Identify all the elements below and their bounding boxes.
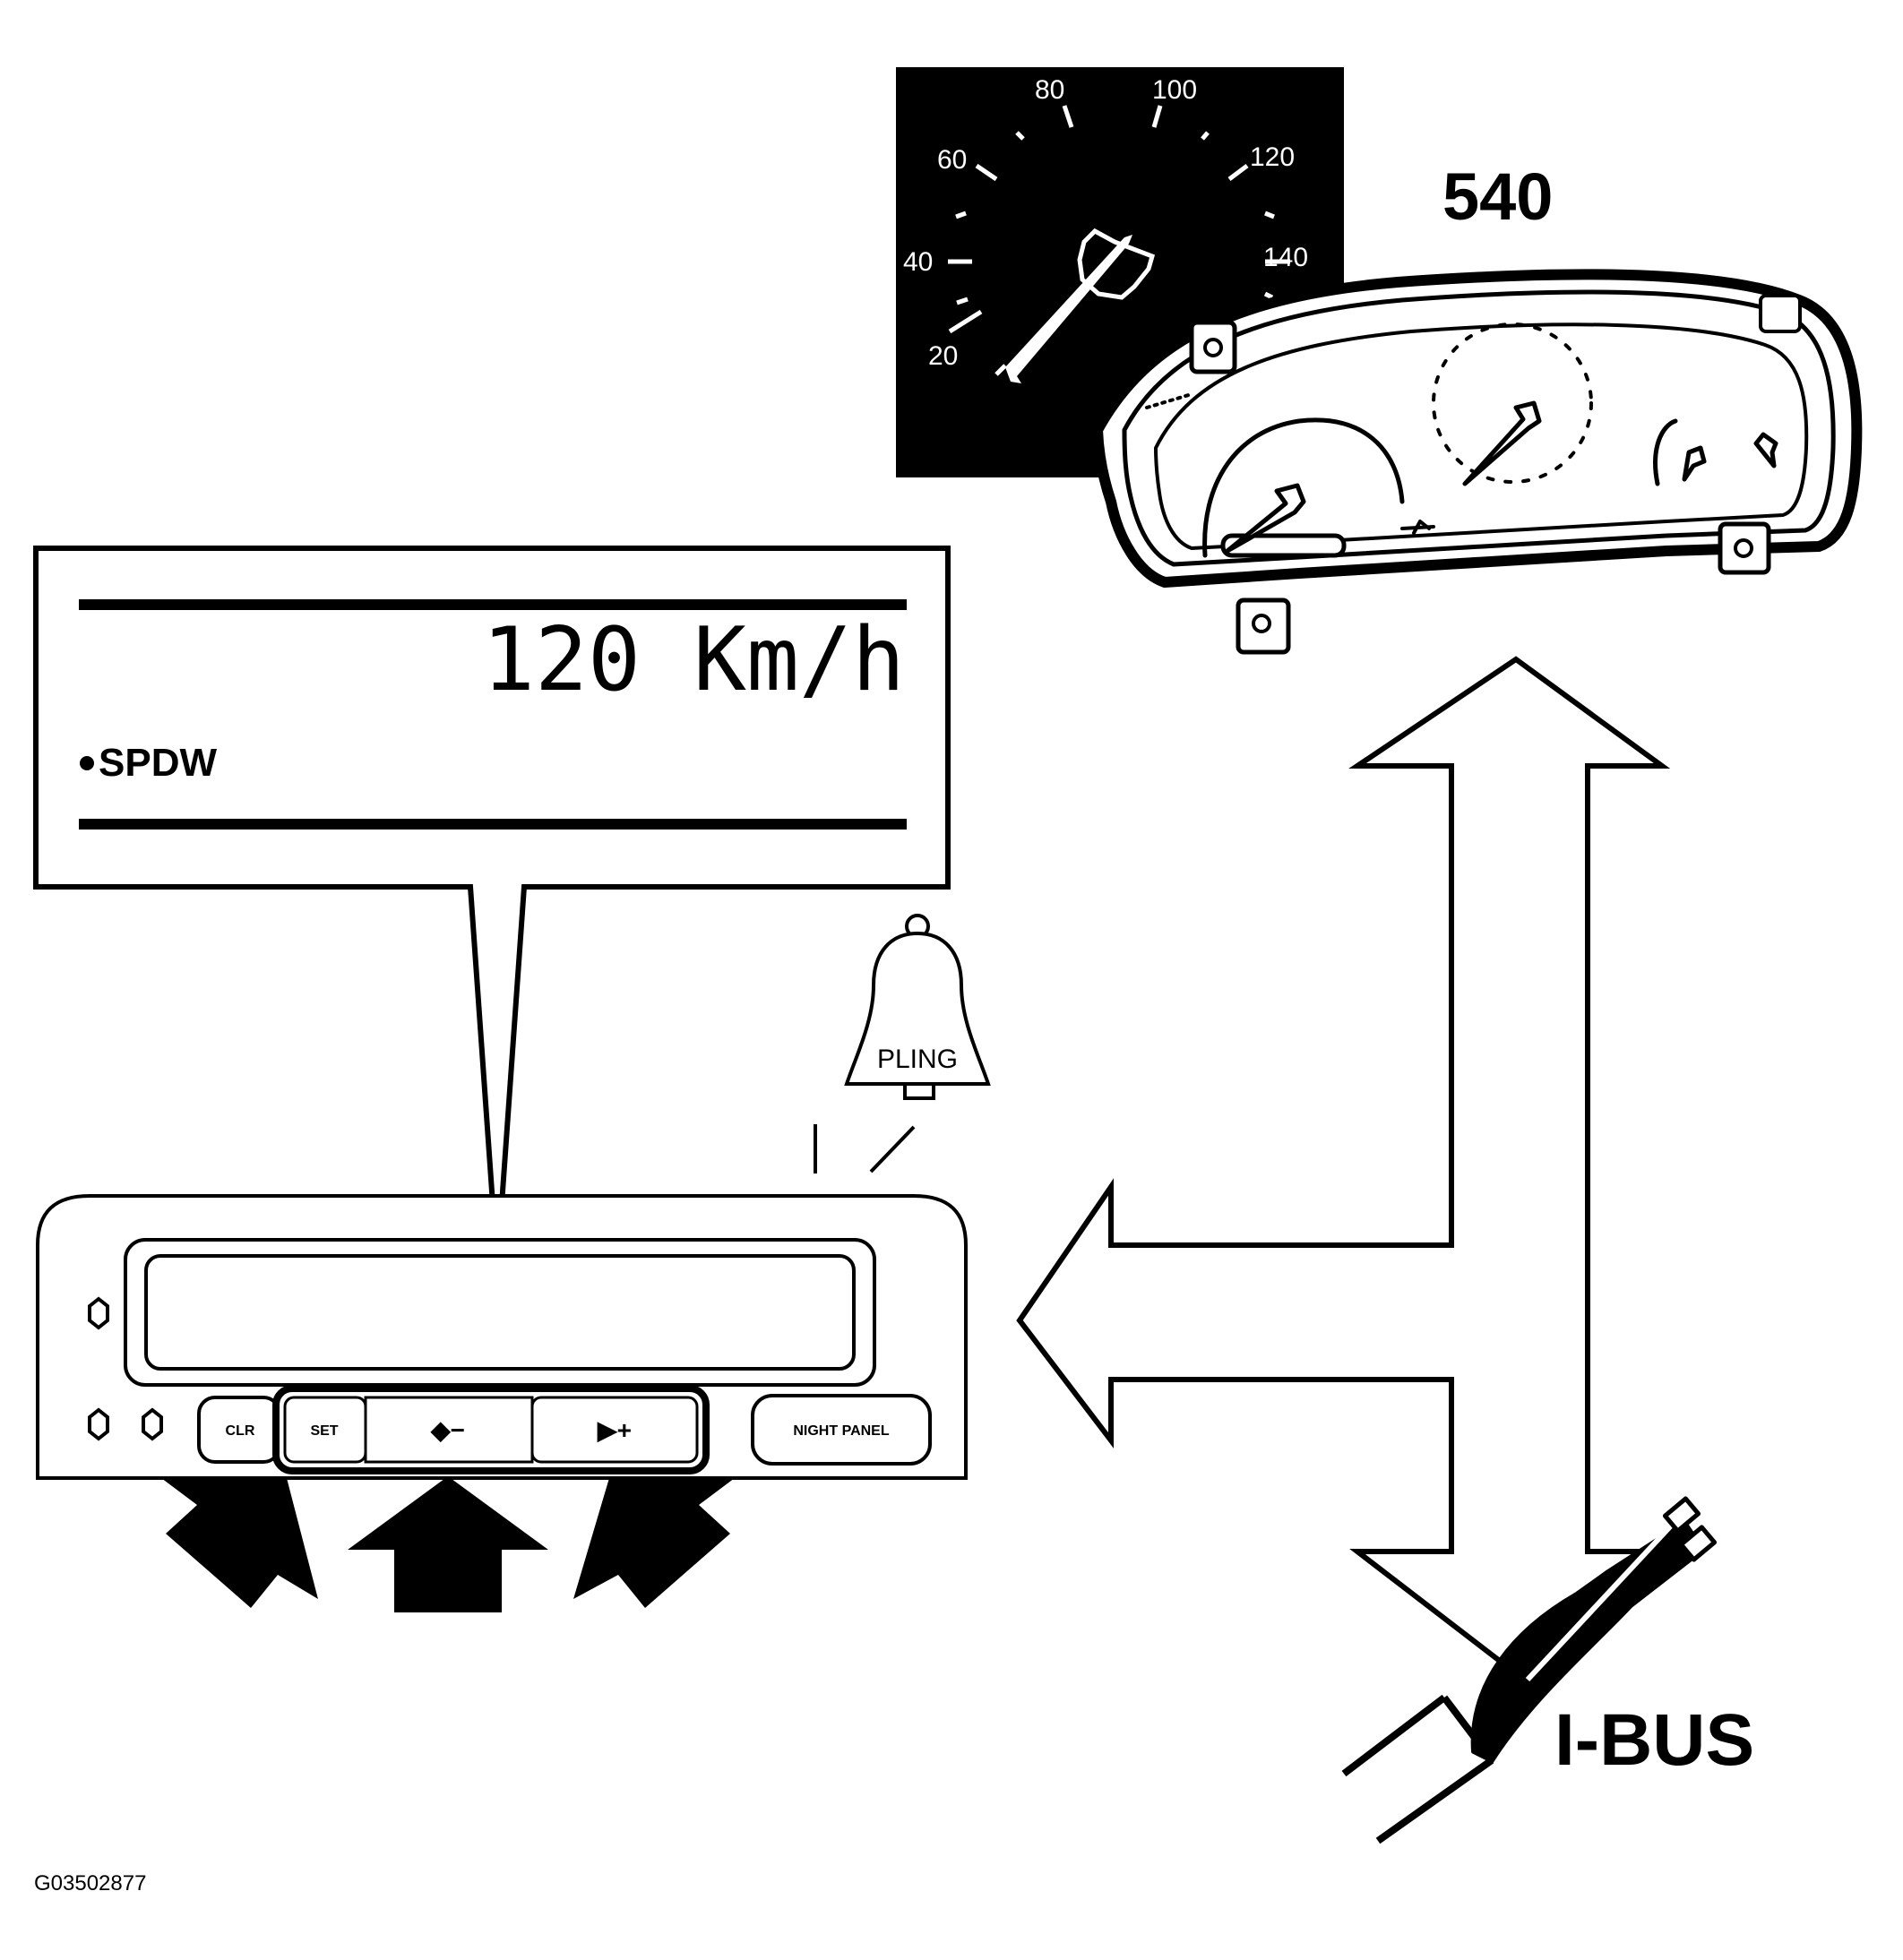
set-button[interactable]: SET (283, 1396, 367, 1464)
press-arrow-right (573, 1478, 735, 1608)
plus-button-label: ▶+ (597, 1416, 632, 1444)
speed-label-140: 140 (1263, 243, 1308, 272)
press-arrow-left (161, 1478, 318, 1608)
plus-button[interactable]: ▶+ (530, 1396, 699, 1464)
figure-id: G03502877 (34, 1871, 146, 1896)
speedometer-needle-tail (995, 364, 1007, 376)
speed-label-60: 60 (937, 145, 967, 175)
speedometer-needle (1005, 235, 1132, 383)
clr-button-label: CLR (226, 1423, 255, 1439)
cluster-model-label: 540 (1442, 159, 1553, 234)
night-panel-button-label: NIGHT PANEL (793, 1423, 889, 1439)
instrument-cluster (1092, 269, 1863, 655)
control-panel-screen (144, 1254, 856, 1371)
control-panel-knob-1[interactable] (88, 1296, 109, 1330)
mode-bullet-icon (80, 756, 94, 770)
speed-label-40: 40 (903, 247, 933, 277)
speedometer-hub (1077, 228, 1156, 300)
clr-button[interactable]: CLR (197, 1396, 281, 1464)
control-panel: CLR SET ◆− ▶+ NIGHT PANEL (36, 1194, 968, 1480)
control-panel-knob-3[interactable] (142, 1407, 163, 1441)
minus-button-label: ◆− (430, 1416, 465, 1444)
ibus-label: I-BUS (1554, 1699, 1754, 1781)
speed-readout: 120 Km/h (482, 609, 905, 711)
speed-label-120: 120 (1250, 142, 1295, 172)
control-panel-knob-2[interactable] (88, 1407, 109, 1441)
mode-label: SPDW (99, 741, 217, 785)
speed-label-80: 80 (1035, 75, 1064, 105)
display-callout: 120 Km/h SPDW (33, 546, 951, 1268)
speed-label-100: 100 (1152, 75, 1197, 105)
set-button-label: SET (310, 1423, 338, 1439)
press-arrow-center (348, 1476, 548, 1612)
minus-button[interactable]: ◆− (364, 1396, 534, 1464)
night-panel-button[interactable]: NIGHT PANEL (751, 1394, 932, 1466)
speedometer-ticks (948, 105, 1290, 334)
chime-bell-icon (814, 914, 991, 1173)
chime-label: PLING (877, 1044, 958, 1074)
speed-label-20: 20 (928, 341, 958, 371)
callout-frame (33, 546, 951, 1268)
press-arrows (161, 1476, 735, 1612)
bus-arrows (1016, 656, 1671, 1677)
ibus-connector-icon (1341, 1496, 1718, 1844)
